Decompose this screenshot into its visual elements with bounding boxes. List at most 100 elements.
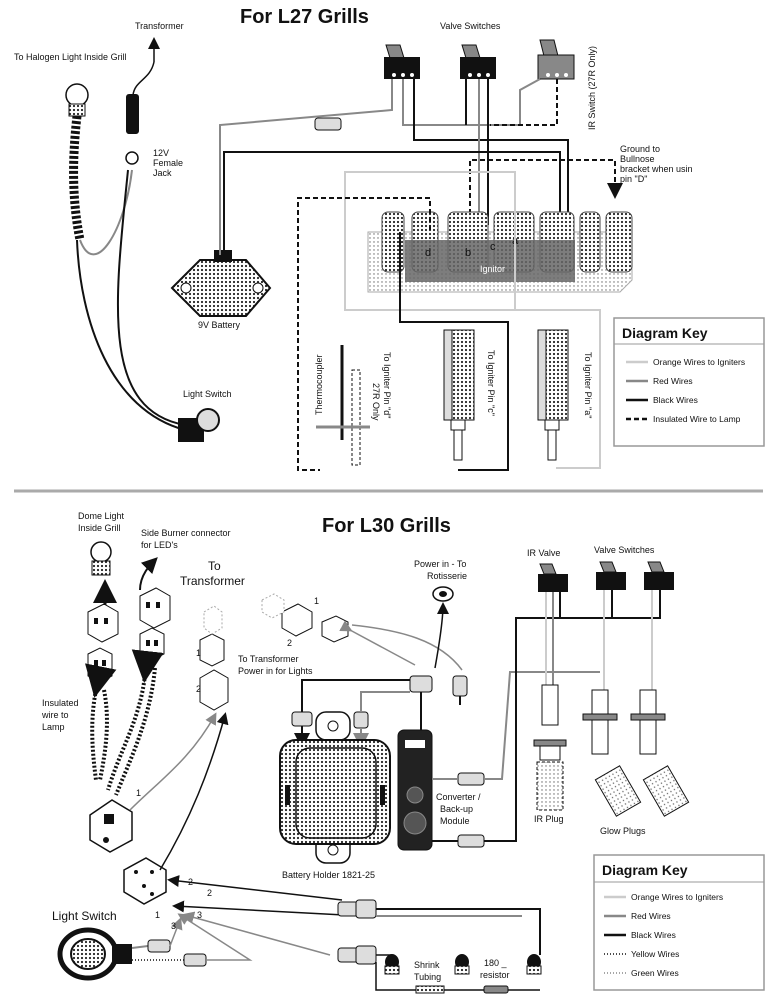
connector-block-b	[87, 647, 113, 683]
halogen-socket	[68, 103, 86, 117]
female-jack-label-2: Female	[153, 158, 183, 168]
rotisserie-label-1: Power in - To	[414, 559, 466, 569]
insulated-wire	[69, 115, 85, 241]
module-red-to-ir	[484, 671, 600, 780]
glow-plugs-label: Glow Plugs	[600, 826, 646, 836]
tc-gray-wire-2	[351, 624, 463, 671]
led-3	[526, 954, 542, 975]
ls-black-arrow-2	[167, 875, 343, 901]
module-plug-1	[409, 675, 433, 693]
converter-label-1: Converter /	[436, 792, 481, 802]
thermocouple-label: Thermocoupler	[314, 354, 324, 415]
module-side-plug-2	[457, 834, 485, 848]
ir-dashed-wire	[490, 79, 558, 126]
module-plug-2	[452, 675, 468, 697]
insulated-label-1: Insulated	[42, 698, 79, 708]
gray-wire-to-power	[129, 712, 217, 811]
insulated-label-2: wire to	[41, 710, 69, 720]
to-pin-d-label: To Igniter Pin "d"	[382, 352, 392, 418]
ls-right-connectors	[337, 899, 377, 965]
r27-only-label: 27R Only	[371, 383, 381, 421]
thermocouple-dashed-wire	[297, 197, 431, 471]
base-connector-upper	[89, 799, 133, 853]
battery-post-right	[252, 282, 264, 294]
battery-plug-2	[353, 711, 369, 729]
l30-light-switch[interactable]	[57, 927, 132, 981]
ir-switch[interactable]	[537, 39, 575, 80]
igniter-electrode-a	[537, 329, 569, 461]
l30-key-green: Green Wires	[631, 968, 679, 978]
side-burner-label-1: Side Burner connector	[141, 528, 231, 538]
pin-d-label: d	[425, 247, 431, 259]
valve-switch-1[interactable]	[384, 44, 420, 79]
ignitor-body	[405, 240, 575, 282]
l27-key-insulated: Insulated Wire to Lamp	[653, 414, 741, 424]
ls-num-1: 1	[155, 910, 160, 920]
l30-key-black: Black Wires	[631, 930, 676, 940]
battery-black-wire	[301, 679, 410, 712]
ls-num-3b: 3	[171, 921, 176, 931]
jack-wire-red	[79, 169, 133, 256]
battery-plug-1	[291, 711, 313, 727]
light-switch-icon[interactable]	[196, 408, 220, 432]
l27-section: For L27 Grills Transformer 12V Female Ja…	[14, 6, 765, 471]
connector-block-c	[139, 587, 171, 629]
black-wire-battery	[223, 151, 561, 255]
ground-dashed-wire	[469, 159, 623, 230]
pin-c-label: c	[490, 241, 496, 253]
to-transformer-label-2: Transformer	[180, 574, 245, 588]
l30-key-orange: Orange Wires to Igniters	[631, 892, 723, 902]
battery-terminal	[214, 250, 232, 262]
valve-switch-2[interactable]	[460, 44, 496, 79]
red-wire-battery	[219, 79, 393, 255]
battery-holder-label: Battery Holder 1821-25	[282, 870, 375, 880]
insulated-wire-4	[114, 667, 157, 796]
black-wire-1	[413, 79, 569, 250]
ground-label-3: bracket when usin	[620, 164, 693, 174]
ls-connector-1	[147, 939, 171, 953]
l30-key-title: Diagram Key	[602, 862, 688, 878]
l30-ir-valve-switch[interactable]	[538, 563, 568, 592]
black-wire-pin-c	[399, 232, 509, 471]
transformer-label: Transformer	[135, 21, 184, 31]
pl-num-2: 2	[196, 684, 201, 694]
dome-light-label-1: Dome Light	[78, 511, 125, 521]
l27-title: For L27 Grills	[240, 6, 369, 28]
l27-key-red: Red Wires	[653, 376, 693, 386]
base-num-1: 1	[136, 788, 141, 798]
glow-plug-1	[582, 689, 642, 817]
transformer-connector	[261, 593, 349, 643]
side-burner-label-2: for LED's	[141, 540, 178, 550]
to-transformer-label-1: To	[208, 559, 221, 573]
pin-b-label: b	[465, 247, 471, 259]
wire-to-switch-2	[116, 169, 186, 426]
power-lights-label-1: To Transformer	[238, 654, 299, 664]
black-wire-to-power	[159, 712, 229, 871]
ir-plug-label: IR Plug	[534, 814, 564, 824]
battery-holder	[279, 711, 391, 864]
to-pin-a-label: To Igniter Pin "a"	[583, 352, 593, 418]
insulated-wire-2	[98, 689, 109, 781]
ls-black-arrow	[172, 900, 345, 916]
base-connector-lower	[123, 857, 167, 905]
l27-key-title: Diagram Key	[622, 325, 708, 341]
led-1	[384, 954, 400, 975]
ground-label-4: pin "D"	[620, 174, 647, 184]
l30-valve-switch-2[interactable]	[644, 561, 674, 590]
l27-diagram-key: Diagram Key Orange Wires to Igniters Red…	[613, 317, 765, 447]
halogen-bulb-icon	[65, 83, 89, 107]
tc-num-1: 1	[314, 596, 319, 606]
converter-label-2: Back-up	[440, 804, 473, 814]
l27-connector	[314, 117, 342, 131]
l30-valve-switch-1[interactable]	[596, 561, 626, 590]
tc-num-2: 2	[287, 638, 292, 648]
l30-valve-switches-label: Valve Switches	[594, 545, 655, 555]
resistor-label-1: 180 _	[484, 958, 508, 968]
red-wire-link	[402, 78, 541, 126]
connector-block-a	[87, 603, 119, 643]
resistor-label-2: resistor	[480, 970, 510, 980]
dome-light-label-2: Inside Grill	[78, 523, 121, 533]
battery-9v	[170, 259, 272, 317]
ir-plug	[533, 684, 567, 811]
ls-connector-2	[183, 953, 207, 967]
